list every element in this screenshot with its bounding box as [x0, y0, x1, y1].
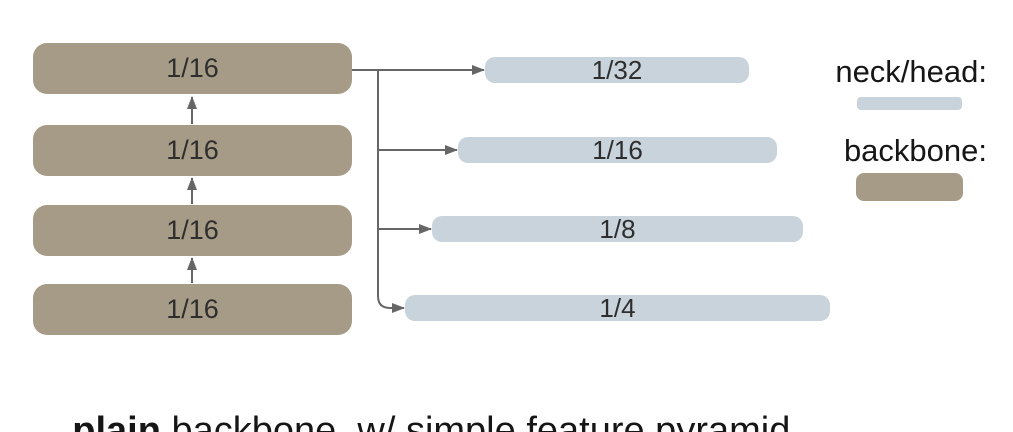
caption-rest: backbone, w/ simple feature pyramid [160, 409, 791, 432]
pyramid-block-1-16-label: 1/16 [592, 134, 643, 165]
backbone-block-3-label: 1/16 [166, 215, 219, 245]
backbone-block-4: 1/16 [33, 284, 352, 335]
legend-neck-head-label: neck/head: [835, 54, 987, 89]
pyramid-block-1-32-label: 1/32 [591, 54, 643, 85]
pyramid-block-1-32: 1/32 [485, 54, 749, 85]
pyramid-block-1-8-label: 1/8 [599, 213, 636, 244]
backbone-block-3: 1/16 [33, 205, 352, 256]
backbone-block-1: 1/16 [33, 43, 352, 94]
figure-caption: plain backbone, w/ simple feature pyrami… [30, 369, 790, 432]
pyramid-block-1-8: 1/8 [432, 213, 803, 244]
caption-emphasis: plain [72, 409, 161, 432]
pyramid-block-1-16: 1/16 [458, 134, 777, 165]
arrow-trunk-to-p4 [352, 69, 405, 313]
backbone-block-2: 1/16 [33, 125, 352, 176]
pyramid-block-1-4: 1/4 [405, 292, 830, 323]
backbone-block-2-label: 1/16 [166, 135, 219, 165]
legend-neck-head-swatch [857, 97, 962, 110]
legend-backbone-swatch [856, 173, 963, 201]
pyramid-block-1-4-label: 1/4 [599, 292, 636, 323]
backbone-block-1-label: 1/16 [166, 53, 219, 83]
legend-backbone-label: backbone: [843, 133, 987, 168]
backbone-block-4-label: 1/16 [166, 294, 219, 324]
